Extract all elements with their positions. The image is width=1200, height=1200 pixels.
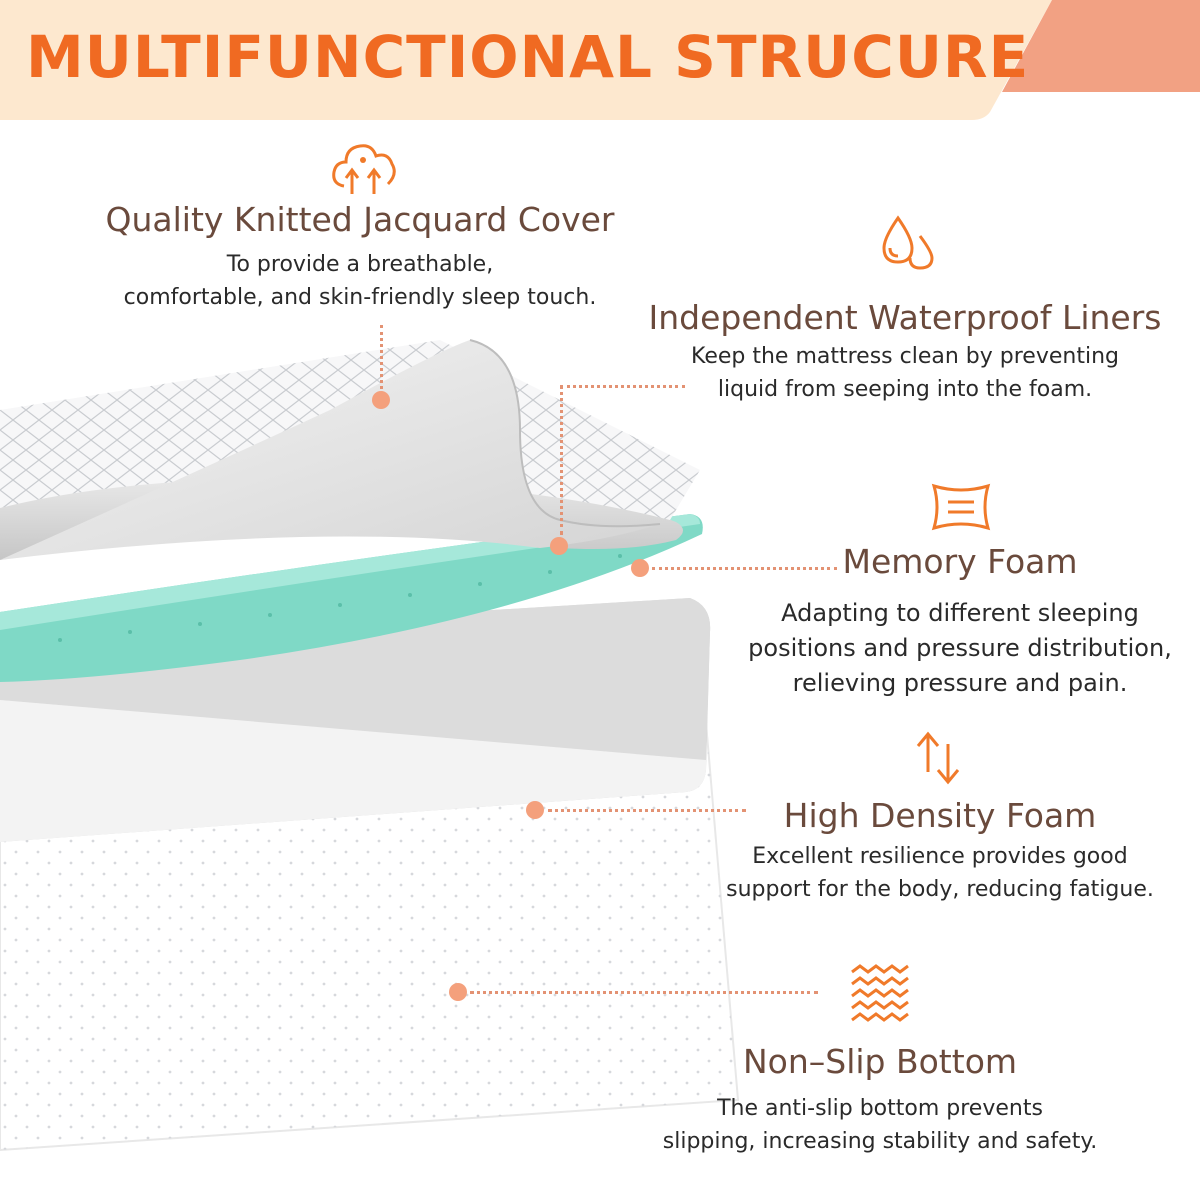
feature-nonslip-desc-line: The anti-slip bottom prevents [717, 1096, 1043, 1121]
pillow-icon [931, 483, 991, 531]
memory-marker-dot [631, 559, 649, 577]
feature-nonslip-title: Non–Slip Bottom [742, 1042, 1018, 1081]
memory-leader-line [652, 567, 837, 570]
nonslip-leader-line [470, 991, 818, 994]
water-drops-icon [882, 215, 934, 270]
header-banner [0, 0, 1200, 120]
feature-memory-desc-line: relieving pressure and pain. [792, 669, 1128, 697]
feature-density-desc-line: support for the body, reducing fatigue. [726, 877, 1154, 902]
feature-memory-desc-line: Adapting to different sleeping [781, 599, 1139, 627]
feature-cover-title: Quality Knitted Jacquard Cover [105, 200, 615, 239]
liner-marker-dot [550, 537, 568, 555]
feature-cover: Quality Knitted Jacquard Cover To provid… [80, 200, 640, 314]
feature-density-title: High Density Foam [783, 796, 1097, 835]
feature-nonslip-desc-line: slipping, increasing stability and safet… [662, 1129, 1098, 1154]
breathable-cloud-icon [332, 144, 396, 194]
feature-density-desc-line: Excellent resilience provides good [752, 844, 1128, 869]
feature-cover-desc-line: To provide a breathable, [226, 252, 494, 277]
zigzag-texture-icon [851, 964, 909, 1022]
up-down-arrows-icon [916, 731, 960, 785]
feature-liner: Independent Waterproof Liners Keep the m… [630, 298, 1180, 406]
feature-memory-desc-line: positions and pressure distribution, [748, 634, 1172, 662]
feature-liner-desc-line: Keep the mattress clean by preventing [691, 344, 1119, 369]
cover-leader-line [380, 325, 383, 395]
liner-leader-line-v [560, 385, 563, 535]
feature-nonslip: Non–Slip Bottom The anti-slip bottom pre… [640, 1042, 1120, 1158]
feature-liner-desc-line: liquid from seeping into the foam. [717, 377, 1093, 402]
feature-memory: Memory Foam Adapting to different sleepi… [740, 542, 1180, 701]
liner-leader-line-h [560, 385, 685, 388]
page-title: MULTIFUNCTIONAL STRUCURE [26, 23, 1030, 91]
density-marker-dot [526, 801, 544, 819]
feature-liner-title: Independent Waterproof Liners [648, 298, 1162, 337]
nonslip-marker-dot [449, 983, 467, 1001]
feature-cover-desc-line: comfortable, and skin-friendly sleep tou… [123, 285, 597, 310]
feature-memory-title: Memory Foam [842, 542, 1078, 581]
feature-density: High Density Foam Excellent resilience p… [700, 796, 1180, 906]
cover-marker-dot [372, 391, 390, 409]
density-leader-line [548, 809, 746, 812]
